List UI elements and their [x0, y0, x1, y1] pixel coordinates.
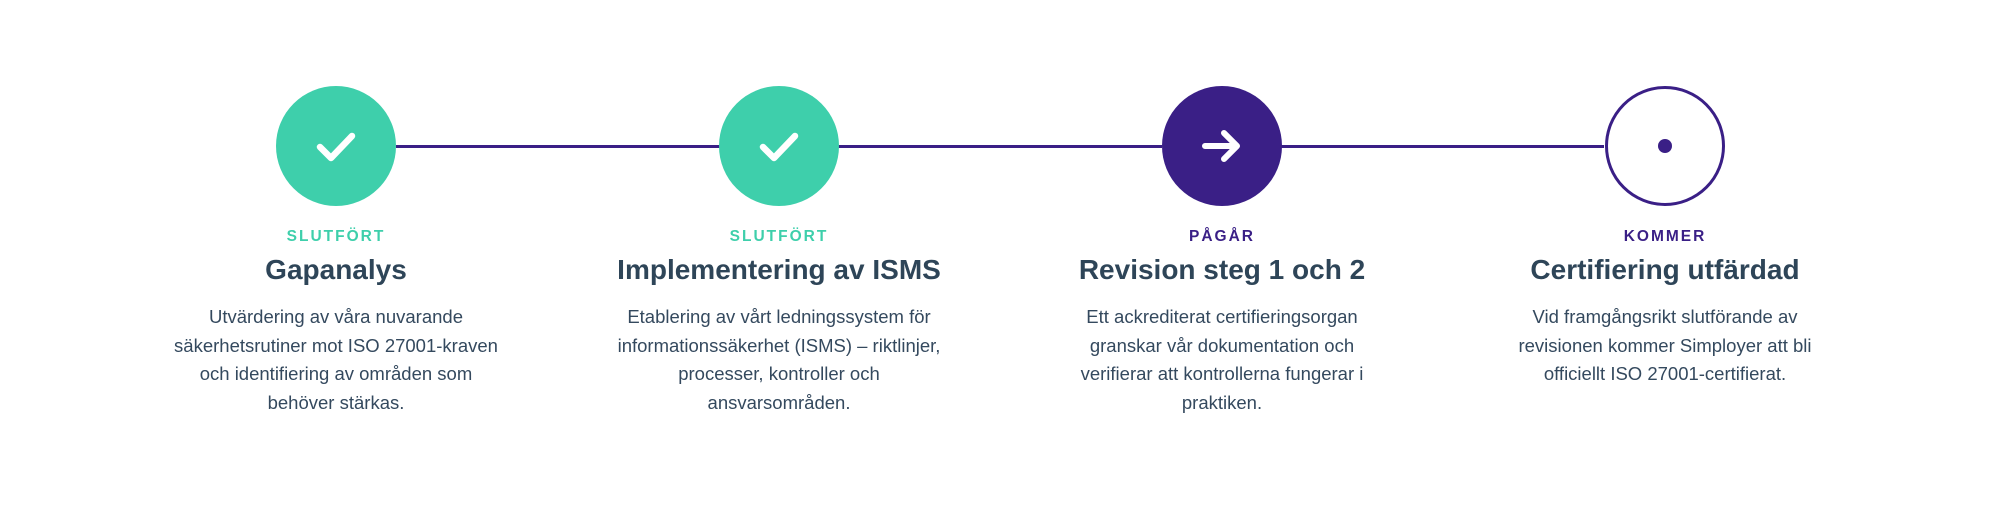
step-status-label: KOMMER — [1623, 228, 1707, 245]
step-description: Vid framgångsrikt slutförande av revisio… — [1518, 306, 1812, 385]
arrow-right-icon — [1200, 124, 1244, 168]
step-status-circle — [1162, 86, 1282, 206]
step-description: Etablering av vårt ledningssystem för in… — [617, 306, 941, 414]
step-title: Gapanalys — [265, 254, 407, 285]
step-description: Utvärdering av våra nuvarande säkerhetsr… — [174, 306, 498, 414]
dot-icon — [1657, 138, 1673, 154]
step-status-circle — [276, 86, 396, 206]
step-status-label: PÅGÅR — [1189, 228, 1255, 245]
step-title: Revision steg 1 och 2 — [1078, 254, 1366, 285]
step-status-circle — [1605, 86, 1725, 206]
timeline-connector — [1280, 145, 1604, 148]
timeline-connector — [838, 145, 1162, 148]
step-status-label: SLUTFÖRT — [286, 228, 386, 245]
step-description: Ett ackrediterat certifieringsorgan gran… — [1080, 306, 1364, 414]
step-title: Certifiering utfärdad — [1530, 254, 1800, 285]
check-icon — [757, 124, 801, 168]
step-title: Implementering av ISMS — [617, 254, 941, 285]
step-status-label: SLUTFÖRT — [729, 228, 829, 245]
timeline-connector — [396, 145, 720, 148]
check-icon — [314, 124, 358, 168]
step-status-circle — [719, 86, 839, 206]
